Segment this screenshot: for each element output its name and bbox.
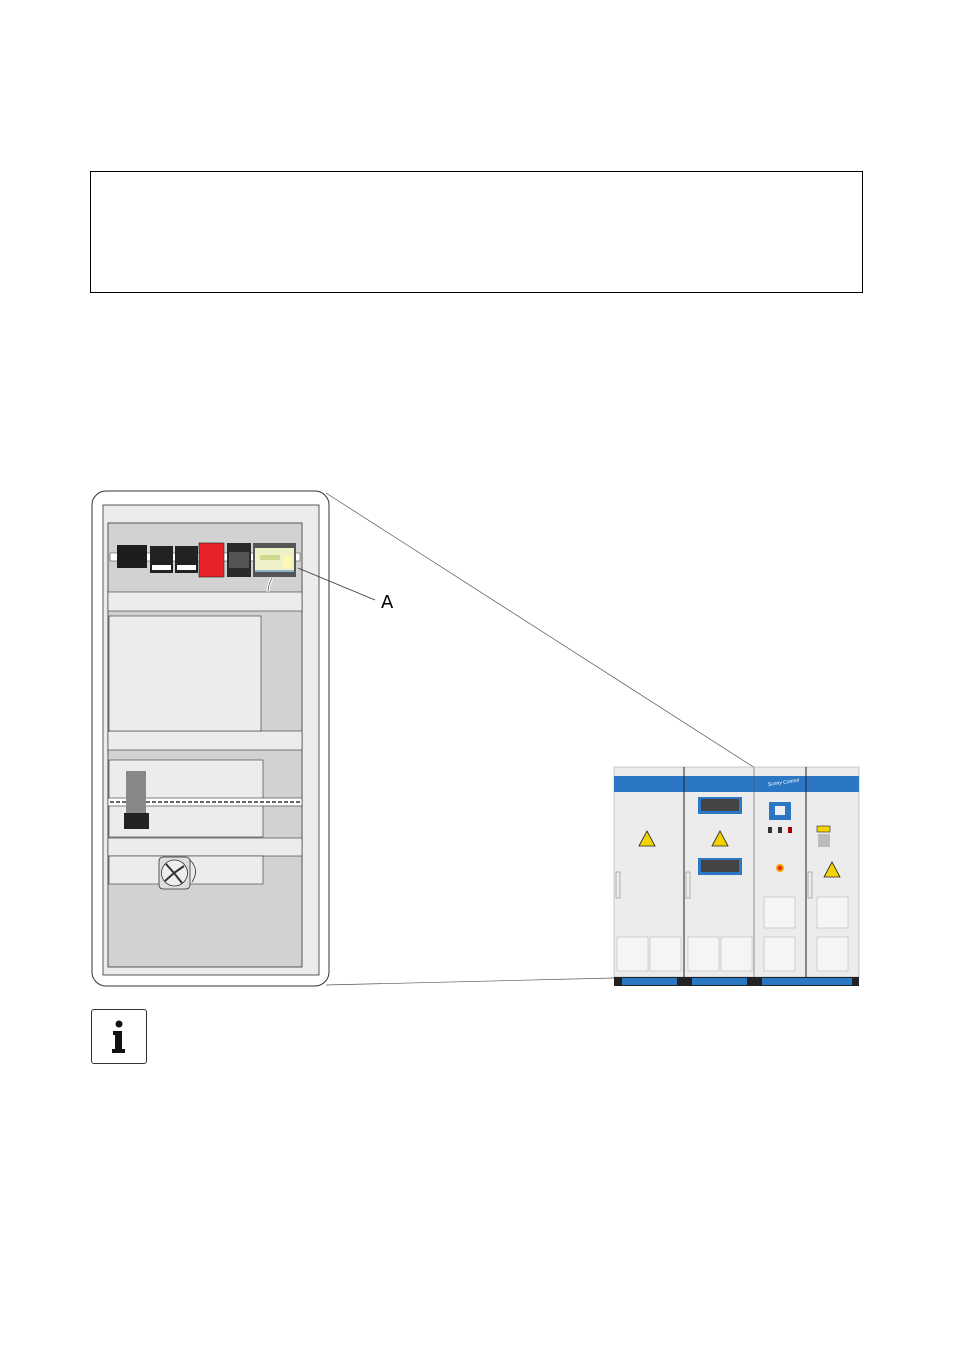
callout-line [297,567,376,601]
din-rail [107,797,303,807]
note-box [90,171,863,293]
zoom-line-bottom [325,977,615,986]
overview-cabinet: Sunny Control [613,766,860,986]
fan-icon [158,856,196,890]
relay-red [198,542,251,578]
sunny-control-logo: Sunny Control [767,778,800,788]
terminal-blocks [117,545,198,573]
controller-module [253,543,296,577]
detail-cabinet [91,490,376,987]
info-icon [91,1009,147,1064]
callout-label-a: A [381,592,394,613]
vent-grilles [616,896,849,972]
zoom-line-top [325,492,756,769]
warning-icons [638,830,841,878]
mounting-plate [108,615,262,732]
cable-bundle [126,771,146,813]
